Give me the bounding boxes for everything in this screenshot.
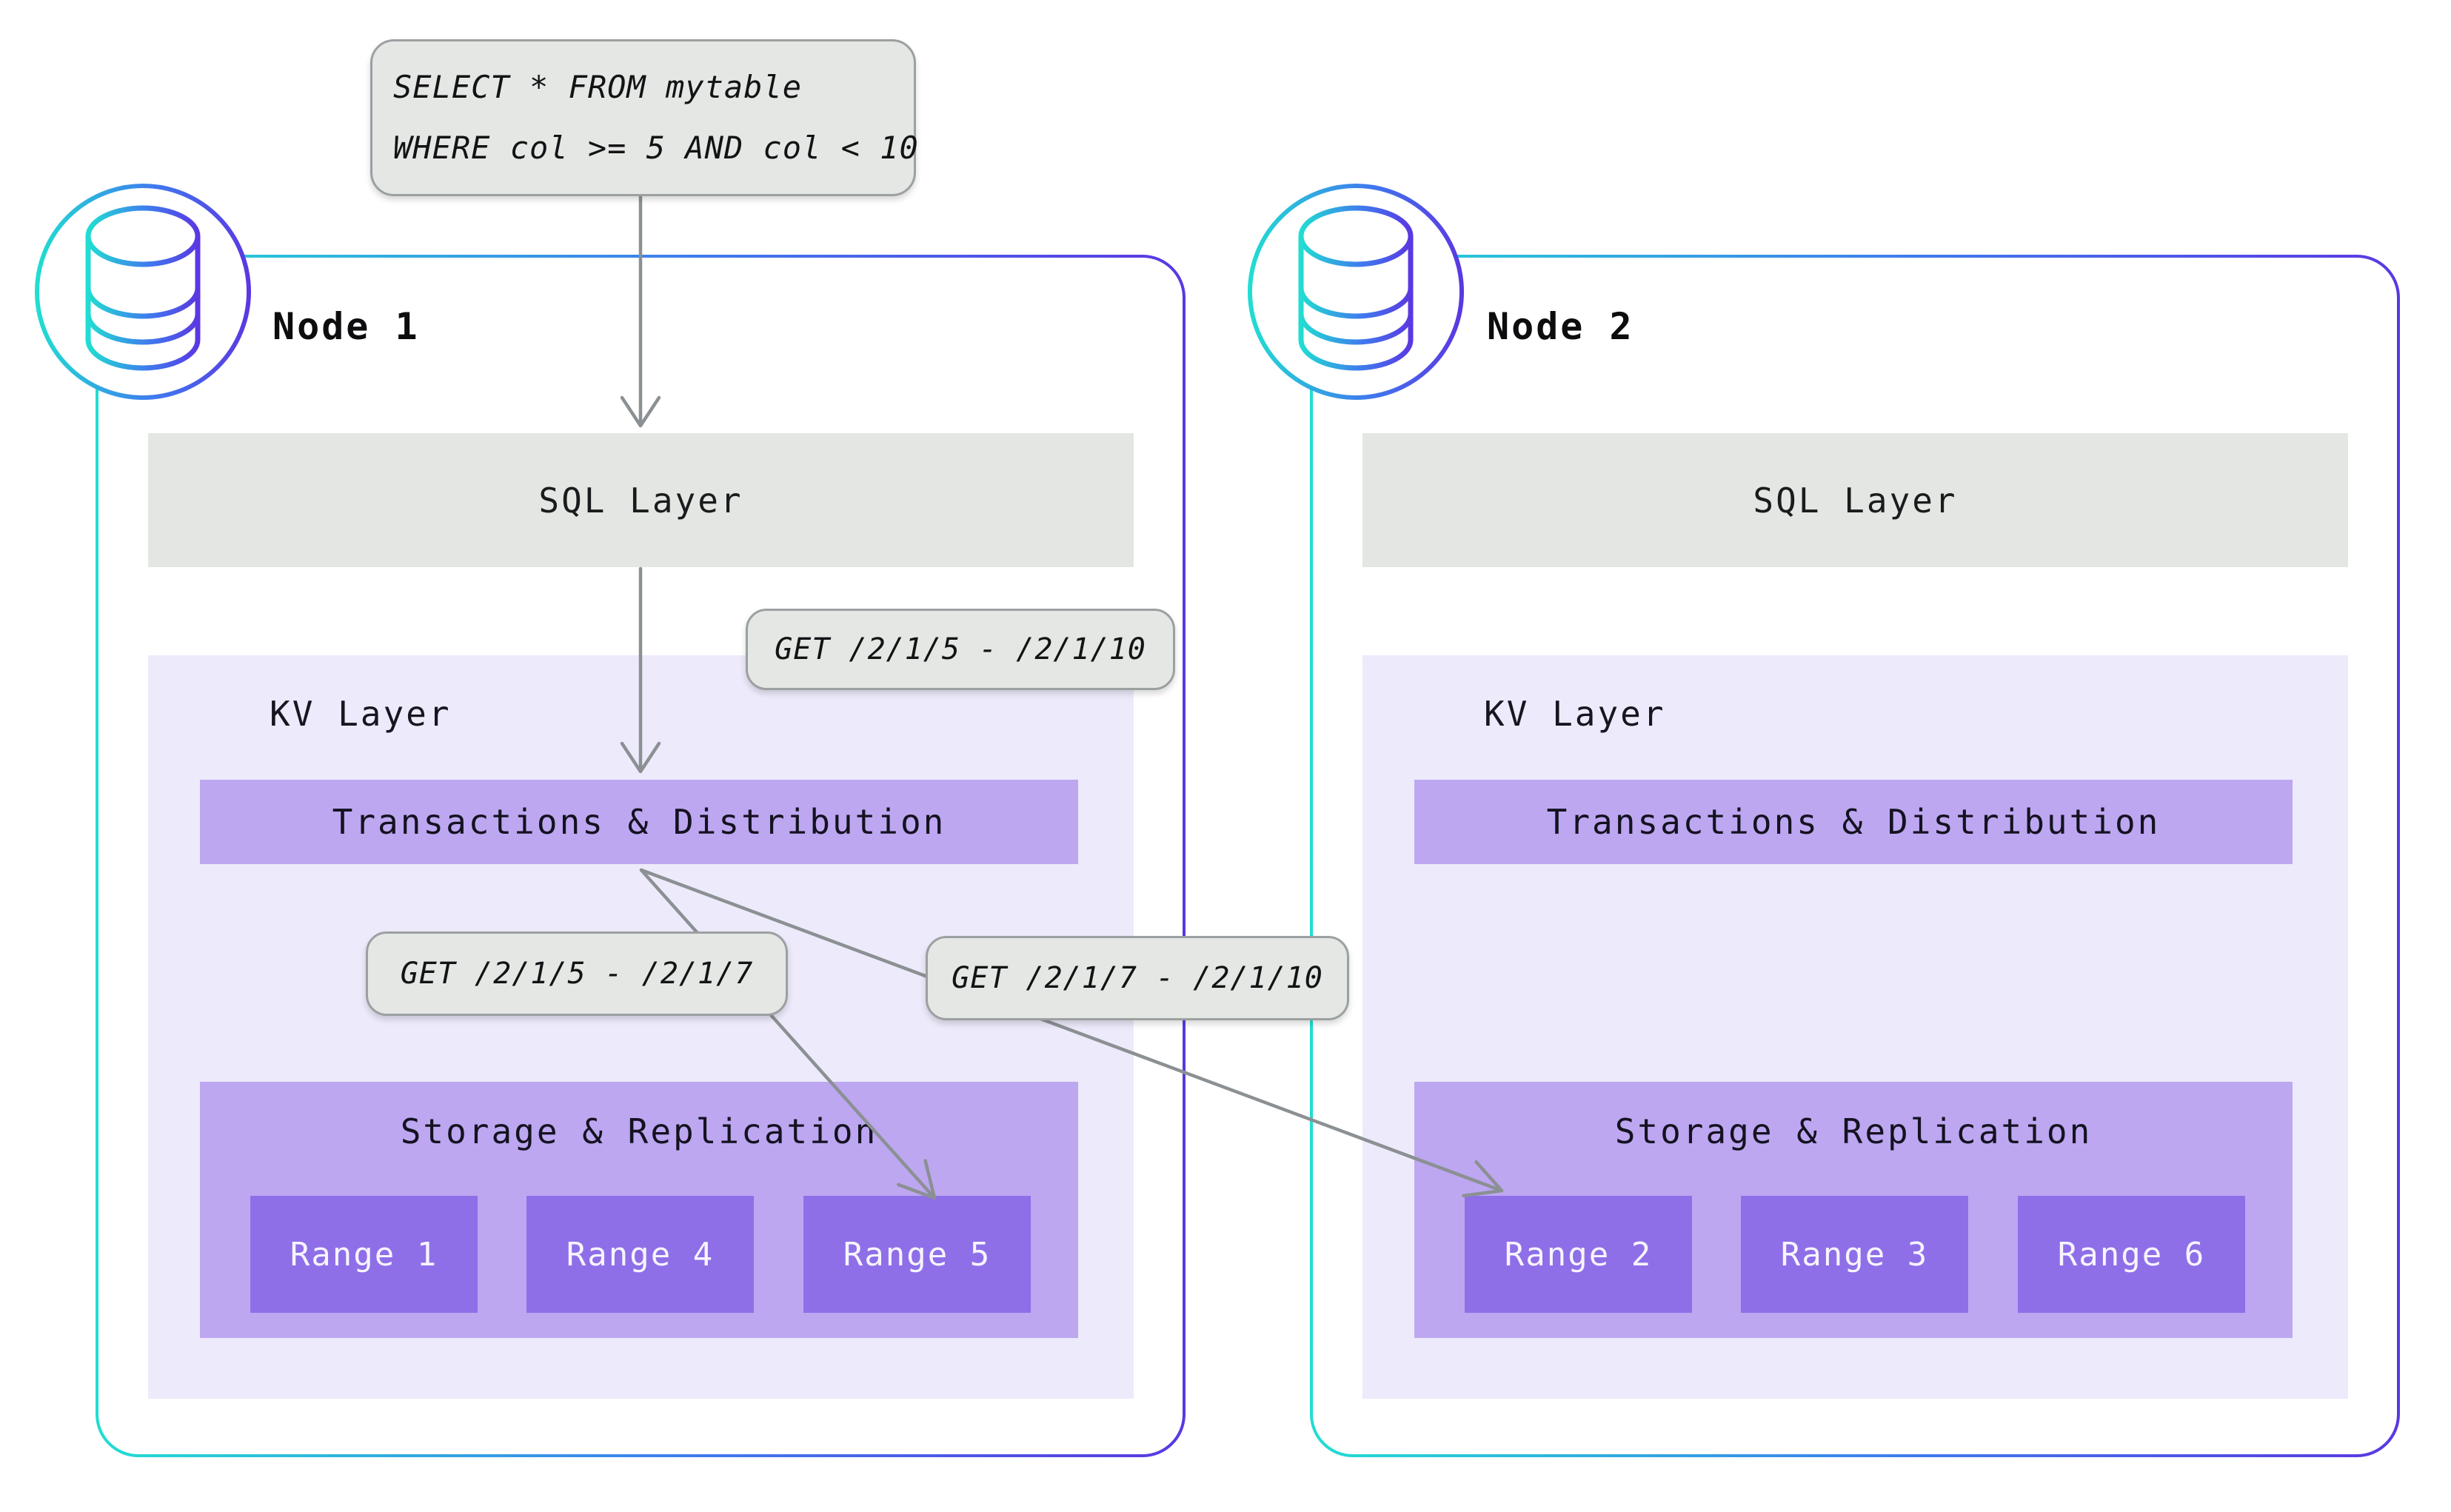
node-1-kv-layer-label: KV Layer: [270, 694, 452, 734]
node-1-sql-layer: SQL Layer: [148, 433, 1134, 567]
node-2-storage-replication: Storage & Replication Range 2 Range 3 Ra…: [1414, 1082, 2293, 1338]
node-1-transactions-distribution: Transactions & Distribution: [200, 780, 1078, 864]
sql-query-line-2: WHERE col >= 5 AND col < 10: [393, 130, 919, 166]
node-1-transactions-label: Transactions & Distribution: [332, 802, 946, 842]
node-2-sql-layer-label: SQL Layer: [1753, 480, 1958, 521]
node-1-storage-label: Storage & Replication: [400, 1111, 878, 1151]
node-2-title: Node 2: [1487, 305, 1634, 348]
node-1-container: Node 1 SQL Layer KV Layer Transactions &…: [96, 255, 1186, 1457]
sql-query-bubble: SELECT * FROM mytable WHERE col >= 5 AND…: [370, 39, 919, 196]
sql-query-line-1: SELECT * FROM mytable: [393, 69, 803, 105]
node-1-range-1: Range 1: [250, 1196, 478, 1313]
node-1-title: Node 1: [272, 305, 420, 348]
node-2-sql-layer: SQL Layer: [1362, 433, 2348, 567]
node-2-storage-label: Storage & Replication: [1614, 1111, 2093, 1151]
node-1-storage-replication: Storage & Replication Range 1 Range 4 Ra…: [200, 1082, 1078, 1338]
node-1-sql-layer-label: SQL Layer: [538, 480, 743, 521]
get-left-split-bubble: GET /2/1/5 - /2/1/7: [366, 931, 788, 1016]
node-2-database-icon: [1248, 184, 1464, 400]
node-1-kv-layer: KV Layer Transactions & Distribution Sto…: [148, 655, 1134, 1399]
node-1-range-5: Range 5: [803, 1196, 1031, 1313]
node-2-transactions-label: Transactions & Distribution: [1546, 802, 2161, 842]
get-full-range-bubble: GET /2/1/5 - /2/1/10: [746, 609, 1175, 690]
node-1-database-icon: [35, 184, 251, 400]
node-2-kv-layer-label: KV Layer: [1484, 694, 1666, 734]
node-2-range-6: Range 6: [2018, 1196, 2245, 1313]
node-2-range-2: Range 2: [1465, 1196, 1692, 1313]
node-1-range-4: Range 4: [526, 1196, 754, 1313]
node-2-transactions-distribution: Transactions & Distribution: [1414, 780, 2293, 864]
node-2-kv-layer: KV Layer Transactions & Distribution Sto…: [1362, 655, 2348, 1399]
get-right-split-bubble: GET /2/1/7 - /2/1/10: [926, 936, 1349, 1020]
node-2-container: Node 2 SQL Layer KV Layer Transactions &…: [1310, 255, 2400, 1457]
node-2-range-3: Range 3: [1741, 1196, 1968, 1313]
